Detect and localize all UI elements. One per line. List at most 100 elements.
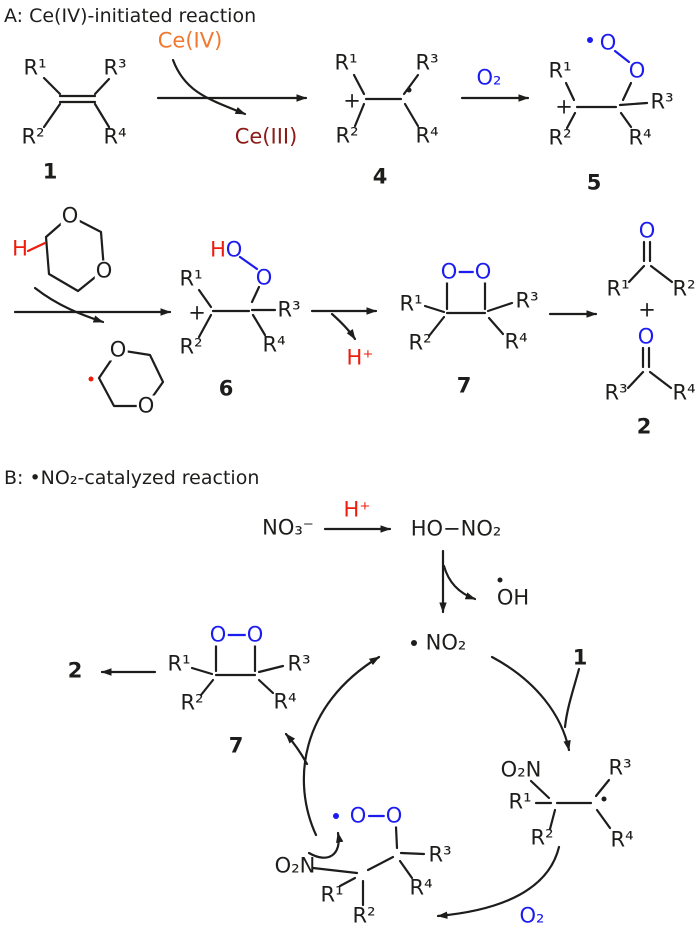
alkene-r4-label: R⁴ xyxy=(103,124,127,149)
product-ketones-bonds xyxy=(626,240,674,390)
compound-6-number: 6 xyxy=(218,376,234,401)
struct6-plus-charge: + xyxy=(188,300,206,325)
struct7a-r1-label: R¹ xyxy=(399,291,423,316)
ketone2-r3-label: R³ xyxy=(604,380,628,405)
alkene-r1-label: R¹ xyxy=(23,55,47,80)
struct4-radical-dot xyxy=(406,87,412,93)
struct7b-o1-atom: O xyxy=(208,622,228,647)
compound-5-number: 5 xyxy=(586,170,602,195)
struct7b-r3-label: R³ xyxy=(287,651,311,676)
peroxy-r4-label: R⁴ xyxy=(409,875,433,900)
dioxanyl-o-bottom-atom: O xyxy=(136,393,156,418)
struct7b-r1-label: R¹ xyxy=(167,651,191,676)
arrow-o2-b xyxy=(436,845,561,919)
hplus-leaving-label: H⁺ xyxy=(346,345,374,370)
arrow-dioxane xyxy=(13,286,172,324)
structure-7a-bonds xyxy=(423,270,514,338)
dioxane-o-top-atom: O xyxy=(60,203,80,228)
nitroalkyl-o2n-label: O₂N xyxy=(500,757,542,782)
ce3-byproduct-label: Ce(III) xyxy=(234,124,298,149)
ketone1-o-atom: O xyxy=(638,218,656,243)
structure-4-bonds xyxy=(352,73,420,128)
products-plus-sign: + xyxy=(638,297,656,322)
struct6-o2-atom: O xyxy=(255,265,273,290)
peroxy-r3-label: R³ xyxy=(428,842,452,867)
struct7a-o1-atom: O xyxy=(439,259,459,284)
struct6-o1-atom: O xyxy=(225,237,243,262)
peroxy-intermediate-bonds xyxy=(307,814,426,907)
struct4-r2-label: R² xyxy=(335,123,359,148)
compound-2-number-b: 2 xyxy=(67,658,83,683)
peroxy-o2n-label: O₂N xyxy=(274,853,316,878)
struct5-plus-charge: + xyxy=(555,94,573,119)
peroxy-o1-atom: O xyxy=(348,803,368,828)
struct5-o1-atom: O xyxy=(599,30,617,55)
nitroalkyl-radical-dot xyxy=(601,796,607,802)
panel-b-title: B: •NO₂-catalyzed reaction xyxy=(4,467,260,489)
structure-7b-bonds xyxy=(190,633,285,697)
structure-5-bonds xyxy=(564,49,649,130)
struct4-r4-label: R⁴ xyxy=(415,123,439,148)
oh-radical-dot xyxy=(497,577,503,583)
dioxane-ring-bonds xyxy=(26,214,106,293)
dioxanyl-o-top-atom: O xyxy=(108,337,128,362)
nitroalkyl-r1-label: R¹ xyxy=(508,789,532,814)
struct7b-r4-label: R⁴ xyxy=(273,689,297,714)
peroxy-r2-label: R² xyxy=(352,903,376,926)
no2-radical-dot xyxy=(411,640,417,646)
struct6-r1-label: R¹ xyxy=(179,266,203,291)
struct6-r2-label: R² xyxy=(179,334,203,359)
arrow-ce4-ce3 xyxy=(156,58,308,116)
struct5-r1-label: R¹ xyxy=(548,58,572,83)
compound-2-number-a: 2 xyxy=(636,414,652,439)
struct7a-r4-label: R⁴ xyxy=(504,329,528,354)
struct5-r4-label: R⁴ xyxy=(628,125,652,150)
struct5-r3-label: R³ xyxy=(650,89,674,114)
struct5-r2-label: R² xyxy=(548,125,572,150)
compound-7a-number: 7 xyxy=(456,373,472,398)
ketone2-o-atom: O xyxy=(637,324,655,349)
compound-1-number: 1 xyxy=(42,159,58,184)
struct7a-r2-label: R² xyxy=(408,330,432,355)
hplus-reagent-label-b: H⁺ xyxy=(343,497,371,522)
struct4-r3-label: R³ xyxy=(415,50,439,75)
compound-1-number-cycle: 1 xyxy=(572,645,588,670)
compound-7b-number: 7 xyxy=(228,733,244,758)
struct6-r4-label: R⁴ xyxy=(262,332,286,357)
peroxy-o2-atom: O xyxy=(384,803,404,828)
struct7a-o2-atom: O xyxy=(473,259,493,284)
nitroalkyl-r3-label: R³ xyxy=(608,755,632,780)
structure-1-alkene-bonds xyxy=(42,76,111,129)
alkene-r2-label: R² xyxy=(21,124,45,149)
struct5-radical-dot xyxy=(587,37,593,43)
struct6-h-atom: H xyxy=(210,237,226,262)
nitroalkyl-radical-bonds xyxy=(529,778,612,831)
struct4-plus-charge: + xyxy=(343,88,361,113)
ce4-reagent-label: Ce(IV) xyxy=(157,28,223,53)
cycle-arrow-left xyxy=(284,655,381,837)
nitric-acid-label: HO−NO₂ xyxy=(410,516,502,541)
struct6-r3-label: R³ xyxy=(277,297,301,322)
o2-reagent-label-b: O₂ xyxy=(519,903,545,926)
dioxane-o-bottom-atom: O xyxy=(94,258,114,283)
ketone2-r4-label: R⁴ xyxy=(672,380,696,405)
struct4-r1-label: R¹ xyxy=(334,50,358,75)
dioxane-h-atom: H xyxy=(12,236,28,261)
dioxanyl-radical-dot xyxy=(88,376,94,382)
arrow-6-to-7 xyxy=(310,307,378,341)
struct7a-r3-label: R³ xyxy=(515,288,539,313)
cycle-arrow-right xyxy=(490,655,581,752)
peroxy-radical-dot xyxy=(333,813,339,819)
alkene-r3-label: R³ xyxy=(103,55,127,80)
arrow-homolysis xyxy=(439,549,477,614)
nitroalkyl-r4-label: R⁴ xyxy=(610,827,634,852)
struct5-o2-atom: O xyxy=(628,58,646,83)
struct7b-r2-label: R² xyxy=(180,690,204,715)
ketone1-r2-label: R² xyxy=(672,276,696,301)
struct7b-o2-atom: O xyxy=(245,622,265,647)
o2-reagent-label-a: O₂ xyxy=(476,65,502,90)
no2-radical-label: NO₂ xyxy=(425,630,467,655)
compound-4-number: 4 xyxy=(372,164,388,189)
nitroalkyl-r2-label: R² xyxy=(530,825,554,850)
